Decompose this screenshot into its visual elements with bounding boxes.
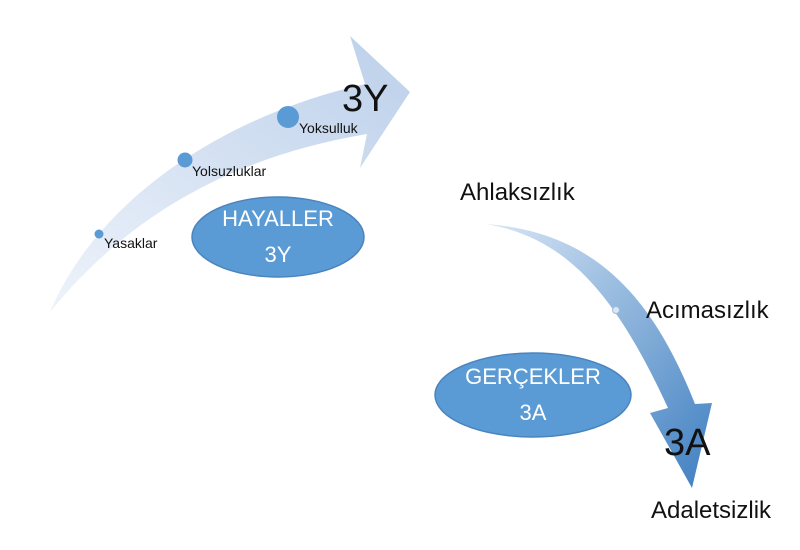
dream-oval-line2: 3Y <box>265 242 292 267</box>
reality-oval <box>434 352 632 438</box>
start-label-ahlaksizlik: Ahlaksızlık <box>460 179 576 206</box>
reality-oval-line2: 3A <box>520 400 547 425</box>
point-dot-yasaklar <box>94 229 104 239</box>
point-dot-yoksulluk <box>277 106 299 128</box>
point-dot-yolsuzluklar <box>177 152 193 168</box>
mid-label-acimasizlik: Acımasızlık <box>646 297 770 324</box>
point-label-yolsuzluklar: Yolsuzluklar <box>192 163 267 179</box>
point-dot-acimasizlik <box>612 306 620 314</box>
point-label-yoksulluk: Yoksulluk <box>299 120 359 136</box>
lower-curved-arrow <box>486 224 712 488</box>
dream-oval-line1: HAYALLER <box>222 206 334 231</box>
upper-curved-arrow <box>50 36 410 312</box>
dream-oval <box>191 196 365 278</box>
reality-oval-line1: GERÇEKLER <box>465 364 601 389</box>
lower-arrow-label: 3A <box>664 422 711 464</box>
end-label-adaletsizlik: Adaletsizlik <box>651 497 772 524</box>
point-label-yasaklar: Yasaklar <box>104 235 158 251</box>
upper-arrow-label: 3Y <box>342 78 388 120</box>
